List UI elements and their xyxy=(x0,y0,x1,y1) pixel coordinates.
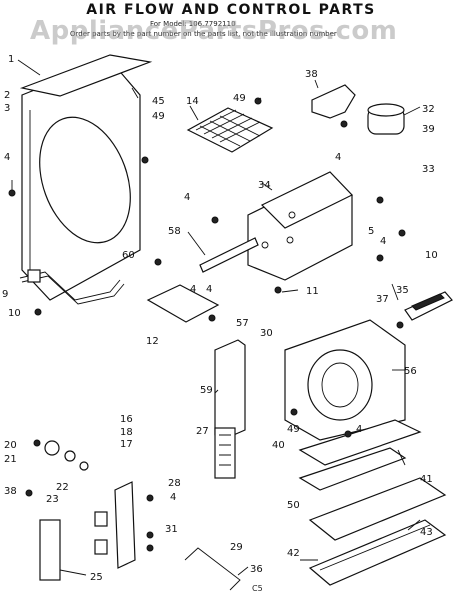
screws xyxy=(8,97,406,552)
callout-28: 28 xyxy=(168,478,181,489)
callout-22: 22 xyxy=(56,482,69,493)
capacitor xyxy=(367,103,405,135)
callout-2: 2 xyxy=(4,90,10,101)
callout-59: 59 xyxy=(200,385,213,396)
callout-30: 30 xyxy=(260,328,273,339)
callout-16: 16 xyxy=(120,414,133,425)
corner-code: C5 xyxy=(252,584,263,593)
callout-37: 37 xyxy=(376,294,389,305)
callout-38b: 38 xyxy=(4,486,17,497)
bracket-38 xyxy=(311,84,356,119)
callout-1: 1 xyxy=(8,54,14,65)
callout-45: 45 xyxy=(152,96,165,107)
callout-40: 40 xyxy=(272,440,285,451)
callout-4d: 4 xyxy=(380,236,386,247)
callout-12: 12 xyxy=(146,336,159,347)
blower-housing xyxy=(284,319,406,441)
callout-49a: 49 xyxy=(152,111,165,122)
callout-4f: 4 xyxy=(206,284,212,295)
bracket-59 xyxy=(214,339,246,441)
callout-41: 41 xyxy=(420,474,433,485)
callout-21: 21 xyxy=(4,454,17,465)
callout-43: 43 xyxy=(420,527,433,538)
filter-screen xyxy=(186,107,274,153)
wire-36 xyxy=(184,547,241,591)
callout-42: 42 xyxy=(287,548,300,559)
order-note: Order parts by the part number on the pa… xyxy=(70,30,337,38)
callout-57: 57 xyxy=(236,318,249,329)
callout-4b: 4 xyxy=(335,152,341,163)
base-pan-assembly xyxy=(298,419,447,586)
callout-4e: 4 xyxy=(190,284,196,295)
leader-lines xyxy=(11,59,421,576)
callout-33: 33 xyxy=(422,164,435,175)
callout-10a: 10 xyxy=(425,250,438,261)
callout-5: 5 xyxy=(368,226,374,237)
callout-32: 32 xyxy=(422,104,435,115)
callout-50: 50 xyxy=(287,500,300,511)
callout-27: 27 xyxy=(196,426,209,437)
callout-34: 34 xyxy=(258,180,271,191)
wire-harness xyxy=(19,269,125,305)
callout-20: 20 xyxy=(4,440,17,451)
callout-3: 3 xyxy=(4,103,10,114)
callout-14: 14 xyxy=(186,96,199,107)
callout-4h: 4 xyxy=(356,424,362,435)
callout-4g: 4 xyxy=(170,492,176,503)
control-panel-bracket xyxy=(247,171,353,281)
callout-17: 17 xyxy=(120,439,133,450)
control-panel-35 xyxy=(404,291,453,321)
model-number: For Model: 106.7792110 xyxy=(150,20,236,28)
switch-27 xyxy=(214,427,236,479)
diagram-title: AIR FLOW AND CONTROL PARTS xyxy=(86,2,376,18)
plate-12 xyxy=(146,284,220,323)
rail-58 xyxy=(199,237,259,273)
callout-38a: 38 xyxy=(305,69,318,80)
callout-25: 25 xyxy=(90,572,103,583)
control-assembly-lower-left xyxy=(39,440,136,581)
callout-10b: 10 xyxy=(8,308,21,319)
callout-4c: 4 xyxy=(184,192,190,203)
callout-56: 56 xyxy=(404,366,417,377)
callout-11: 11 xyxy=(306,286,319,297)
callout-4a: 4 xyxy=(4,152,10,163)
front-panel-frame xyxy=(19,54,153,301)
callout-35: 35 xyxy=(396,285,409,296)
callout-18: 18 xyxy=(120,427,133,438)
callout-31: 31 xyxy=(165,524,178,535)
callout-60: 60 xyxy=(122,250,135,261)
callout-39: 39 xyxy=(422,124,435,135)
callout-36: 36 xyxy=(250,564,263,575)
callout-58: 58 xyxy=(168,226,181,237)
callout-9: 9 xyxy=(2,289,8,300)
callout-29: 29 xyxy=(230,542,243,553)
callout-49c: 49 xyxy=(287,424,300,435)
callout-23: 23 xyxy=(46,494,59,505)
callout-labels: 1 2 3 4 45 49 14 49 38 32 39 4 33 34 4 5… xyxy=(2,54,438,583)
callout-49b: 49 xyxy=(233,93,246,104)
